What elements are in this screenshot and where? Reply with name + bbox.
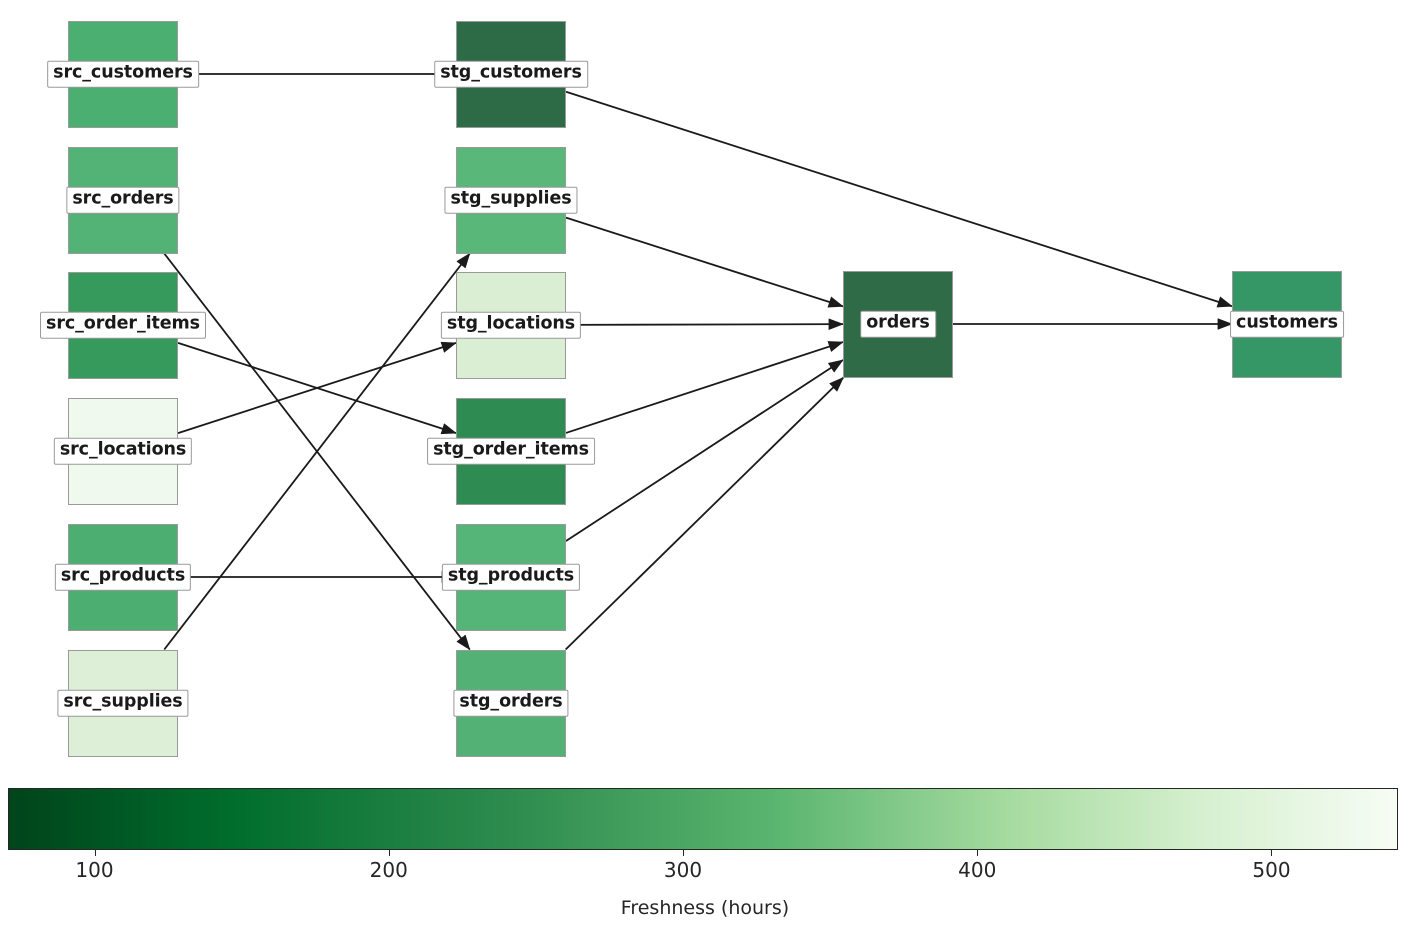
node-label-customers[interactable]: customers — [1230, 310, 1344, 338]
node-label-stg_supplies[interactable]: stg_supplies — [444, 186, 578, 214]
edge-src_order_items-to-stg_order_items — [177, 342, 457, 435]
node-label-src_supplies[interactable]: src_supplies — [57, 689, 189, 717]
edge-stg_locations-to-orders — [565, 318, 844, 330]
node-label-stg_locations[interactable]: stg_locations — [440, 311, 582, 339]
node-label-stg_products[interactable]: stg_products — [441, 563, 581, 591]
colorbar-tick-200 — [388, 850, 390, 856]
node-label-src_locations[interactable]: src_locations — [53, 437, 193, 465]
colorbar-gradient — [8, 788, 1398, 850]
colorbar-tick-label-100: 100 — [75, 858, 114, 882]
node-label-stg_customers[interactable]: stg_customers — [434, 60, 588, 88]
colorbar-axis-label: Freshness (hours) — [620, 897, 790, 919]
node-label-src_customers[interactable]: src_customers — [47, 60, 199, 88]
colorbar-tick-300 — [682, 850, 684, 856]
edge-src_locations-to-stg_locations — [177, 341, 457, 434]
colorbar-tick-label-200: 200 — [369, 858, 408, 882]
node-label-stg_order_items[interactable]: stg_order_items — [427, 437, 595, 465]
colorbar-tick-400 — [977, 850, 979, 856]
colorbar-tick-label-500: 500 — [1252, 858, 1291, 882]
edge-stg_supplies-to-orders — [565, 216, 844, 308]
colorbar-tick-label-300: 300 — [663, 858, 703, 882]
node-label-src_order_items[interactable]: src_order_items — [40, 311, 206, 339]
edge-stg_products-to-orders — [565, 359, 844, 542]
colorbar-tick-100 — [94, 850, 96, 856]
node-label-orders[interactable]: orders — [860, 310, 936, 338]
node-label-src_products[interactable]: src_products — [54, 563, 192, 591]
colorbar-tick-500 — [1271, 850, 1273, 856]
node-label-src_orders[interactable]: src_orders — [66, 186, 180, 214]
node-label-stg_orders[interactable]: stg_orders — [453, 689, 569, 717]
edge-stg_order_items-to-orders — [565, 341, 844, 434]
freshness-colorbar[interactable]: 100 200 300 400 500 — [8, 788, 1398, 882]
edges-group — [163, 68, 1233, 651]
colorbar-tick-label-400: 400 — [958, 858, 997, 882]
edge-src_supplies-to-stg_supplies — [163, 252, 471, 651]
edge-src_orders-to-stg_orders — [163, 252, 471, 651]
edge-stg_orders-to-orders — [564, 376, 845, 651]
